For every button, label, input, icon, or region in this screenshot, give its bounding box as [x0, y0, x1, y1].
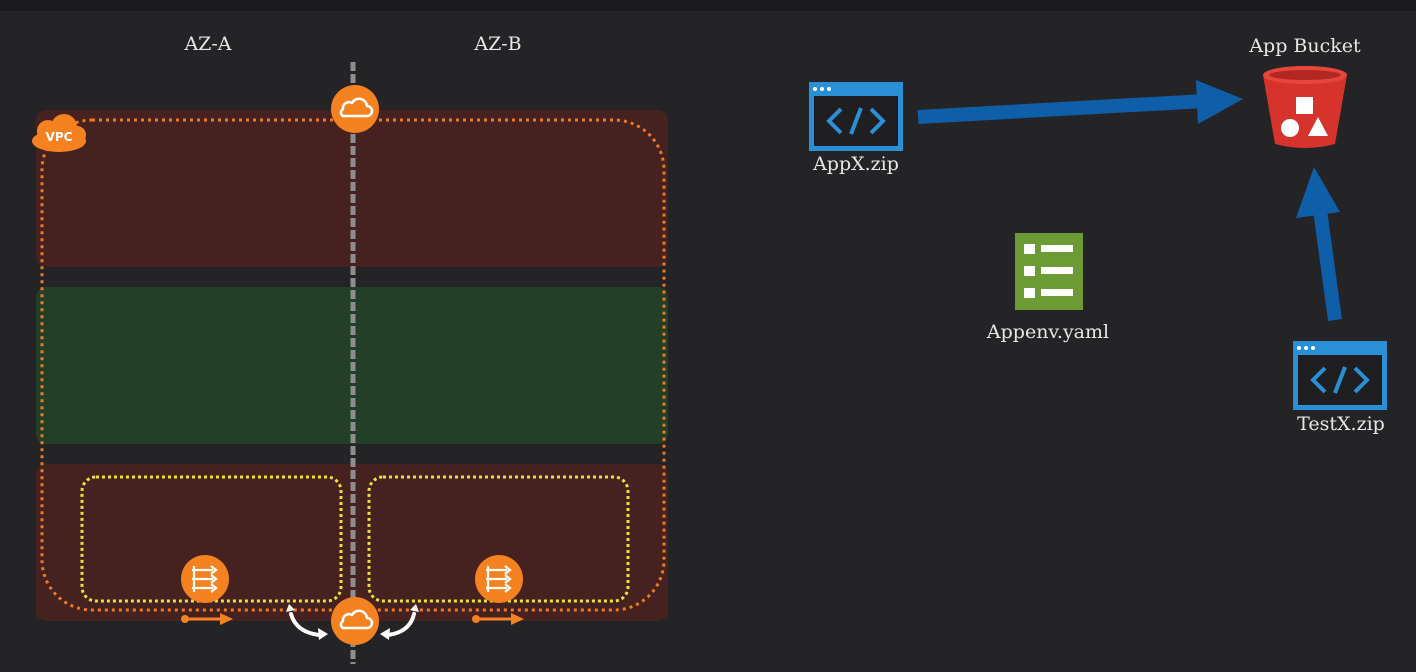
vpc-badge-label: VPC	[45, 130, 73, 144]
code-file-icon-appx	[809, 82, 903, 151]
testx-file-label: TestX.zip	[1297, 413, 1385, 435]
az-a-label: AZ-A	[184, 33, 232, 55]
nat-gateway-az-b-icon	[475, 555, 523, 603]
config-list-icon	[1015, 233, 1083, 310]
bucket-label: App Bucket	[1249, 35, 1361, 57]
code-file-icon-testx	[1293, 341, 1387, 410]
s3-bucket-icon	[1263, 66, 1347, 148]
nat-gateway-az-a-icon	[181, 555, 229, 603]
route-arrow-az-a	[181, 613, 233, 625]
az-b-label: AZ-B	[474, 33, 522, 55]
upload-arrow-appx-head	[1196, 80, 1243, 124]
appx-file-label: AppX.zip	[813, 153, 899, 175]
upload-arrow-testx	[1313, 209, 1342, 321]
gateway-icon	[331, 597, 379, 645]
upload-arrow-appx	[917, 94, 1206, 124]
upload-arrow-testx-head	[1296, 167, 1340, 218]
vpc-cloud-icon	[32, 114, 86, 152]
gateway-curved-arrows	[286, 604, 419, 640]
top-bar	[0, 0, 1416, 11]
route-arrow-az-b	[472, 613, 524, 625]
env-config-label: Appenv.yaml	[986, 321, 1110, 343]
internet-gateway-icon	[331, 85, 379, 133]
